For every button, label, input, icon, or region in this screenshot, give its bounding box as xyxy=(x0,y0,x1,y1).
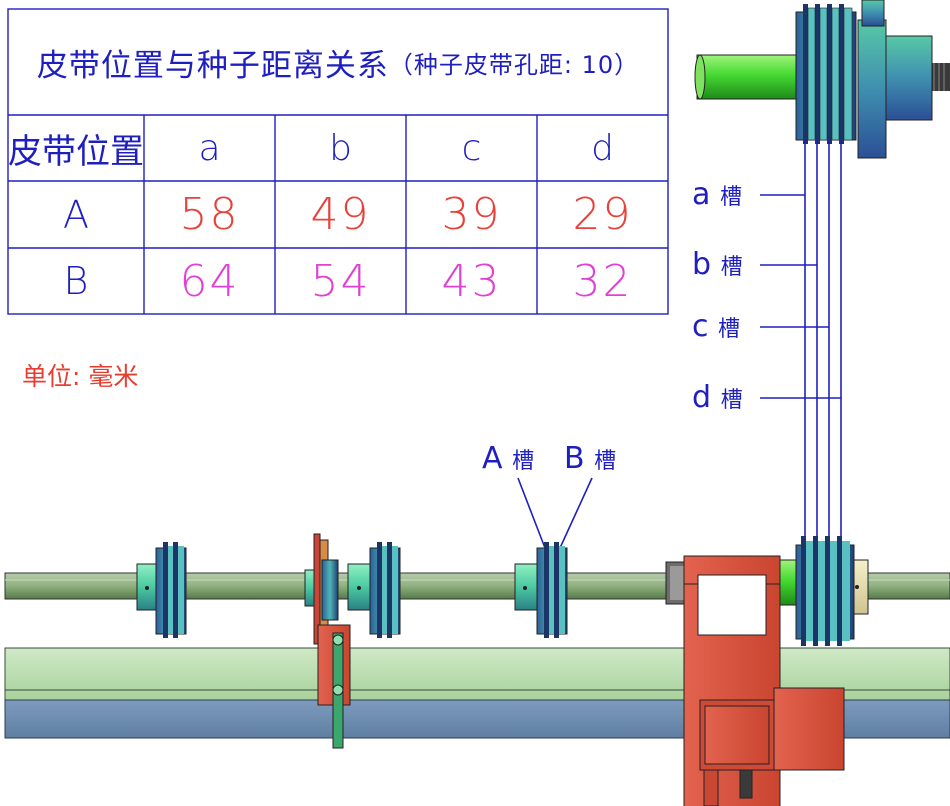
groove-suffix-b: 槽 xyxy=(720,255,743,280)
groove-letter-c: c xyxy=(692,309,709,344)
groove-label-a: a 槽 xyxy=(692,180,742,210)
groove-label-d: d 槽 xyxy=(692,383,743,413)
groove-letter-upper-a: A xyxy=(482,441,503,476)
groove-suffix-d: 槽 xyxy=(720,388,743,413)
groove-suffix-upper-b: 槽 xyxy=(594,449,617,474)
groove-label-b: b 槽 xyxy=(692,250,743,280)
belt-lines xyxy=(517,140,842,549)
table-title: 皮带位置与种子距离关系 （种子皮带孔距: 10） xyxy=(8,9,668,115)
cell-a-a: 58 xyxy=(179,189,240,240)
cell-a-c: 39 xyxy=(441,189,502,240)
groove-letter-upper-b: B xyxy=(564,441,585,476)
sprocket-and-bracket xyxy=(304,533,351,749)
pulley-3 xyxy=(514,542,568,638)
cell-b-c: 43 xyxy=(441,255,502,307)
pulley-2 xyxy=(347,542,401,638)
groove-letter-a: a xyxy=(692,177,711,212)
upper-grooved-pulley xyxy=(795,4,857,144)
row-label-b: B xyxy=(63,259,89,303)
table-title-main: 皮带位置与种子距离关系 xyxy=(36,47,389,84)
table-grid xyxy=(7,8,669,315)
upper-shaft-assembly xyxy=(694,0,950,159)
cell-a-d: 29 xyxy=(572,189,633,240)
groove-label-c: c 槽 xyxy=(692,312,740,342)
table-title-note: （种子皮带孔距: 10） xyxy=(388,50,640,79)
cell-a-b: 49 xyxy=(310,189,371,240)
drive-assembly xyxy=(665,536,869,806)
cell-b-b: 54 xyxy=(310,255,371,307)
groove-suffix-c: 槽 xyxy=(718,317,741,342)
groove-suffix-upper-a: 槽 xyxy=(512,449,535,474)
column-header-d: d xyxy=(591,127,614,169)
groove-letter-d: d xyxy=(692,380,712,415)
unit-label: 单位: 毫米 xyxy=(22,362,139,391)
groove-letter-b: b xyxy=(692,247,712,282)
groove-label-upper-b: B 槽 xyxy=(564,444,616,474)
column-header-a: a xyxy=(198,127,221,169)
cell-b-a: 64 xyxy=(179,255,240,307)
pulley-1 xyxy=(136,542,187,638)
corner-header: 皮带位置 xyxy=(8,131,144,172)
cell-b-d: 32 xyxy=(572,255,633,307)
groove-suffix-a: 槽 xyxy=(719,185,742,210)
column-header-c: c xyxy=(461,127,482,169)
groove-label-upper-a: A 槽 xyxy=(482,444,534,474)
belt-distance-table: 皮带位置与种子距离关系 （种子皮带孔距: 10） 皮带位置 a b c d A … xyxy=(8,9,668,314)
row-label-a: A xyxy=(63,192,89,237)
column-header-b: b xyxy=(329,127,352,169)
